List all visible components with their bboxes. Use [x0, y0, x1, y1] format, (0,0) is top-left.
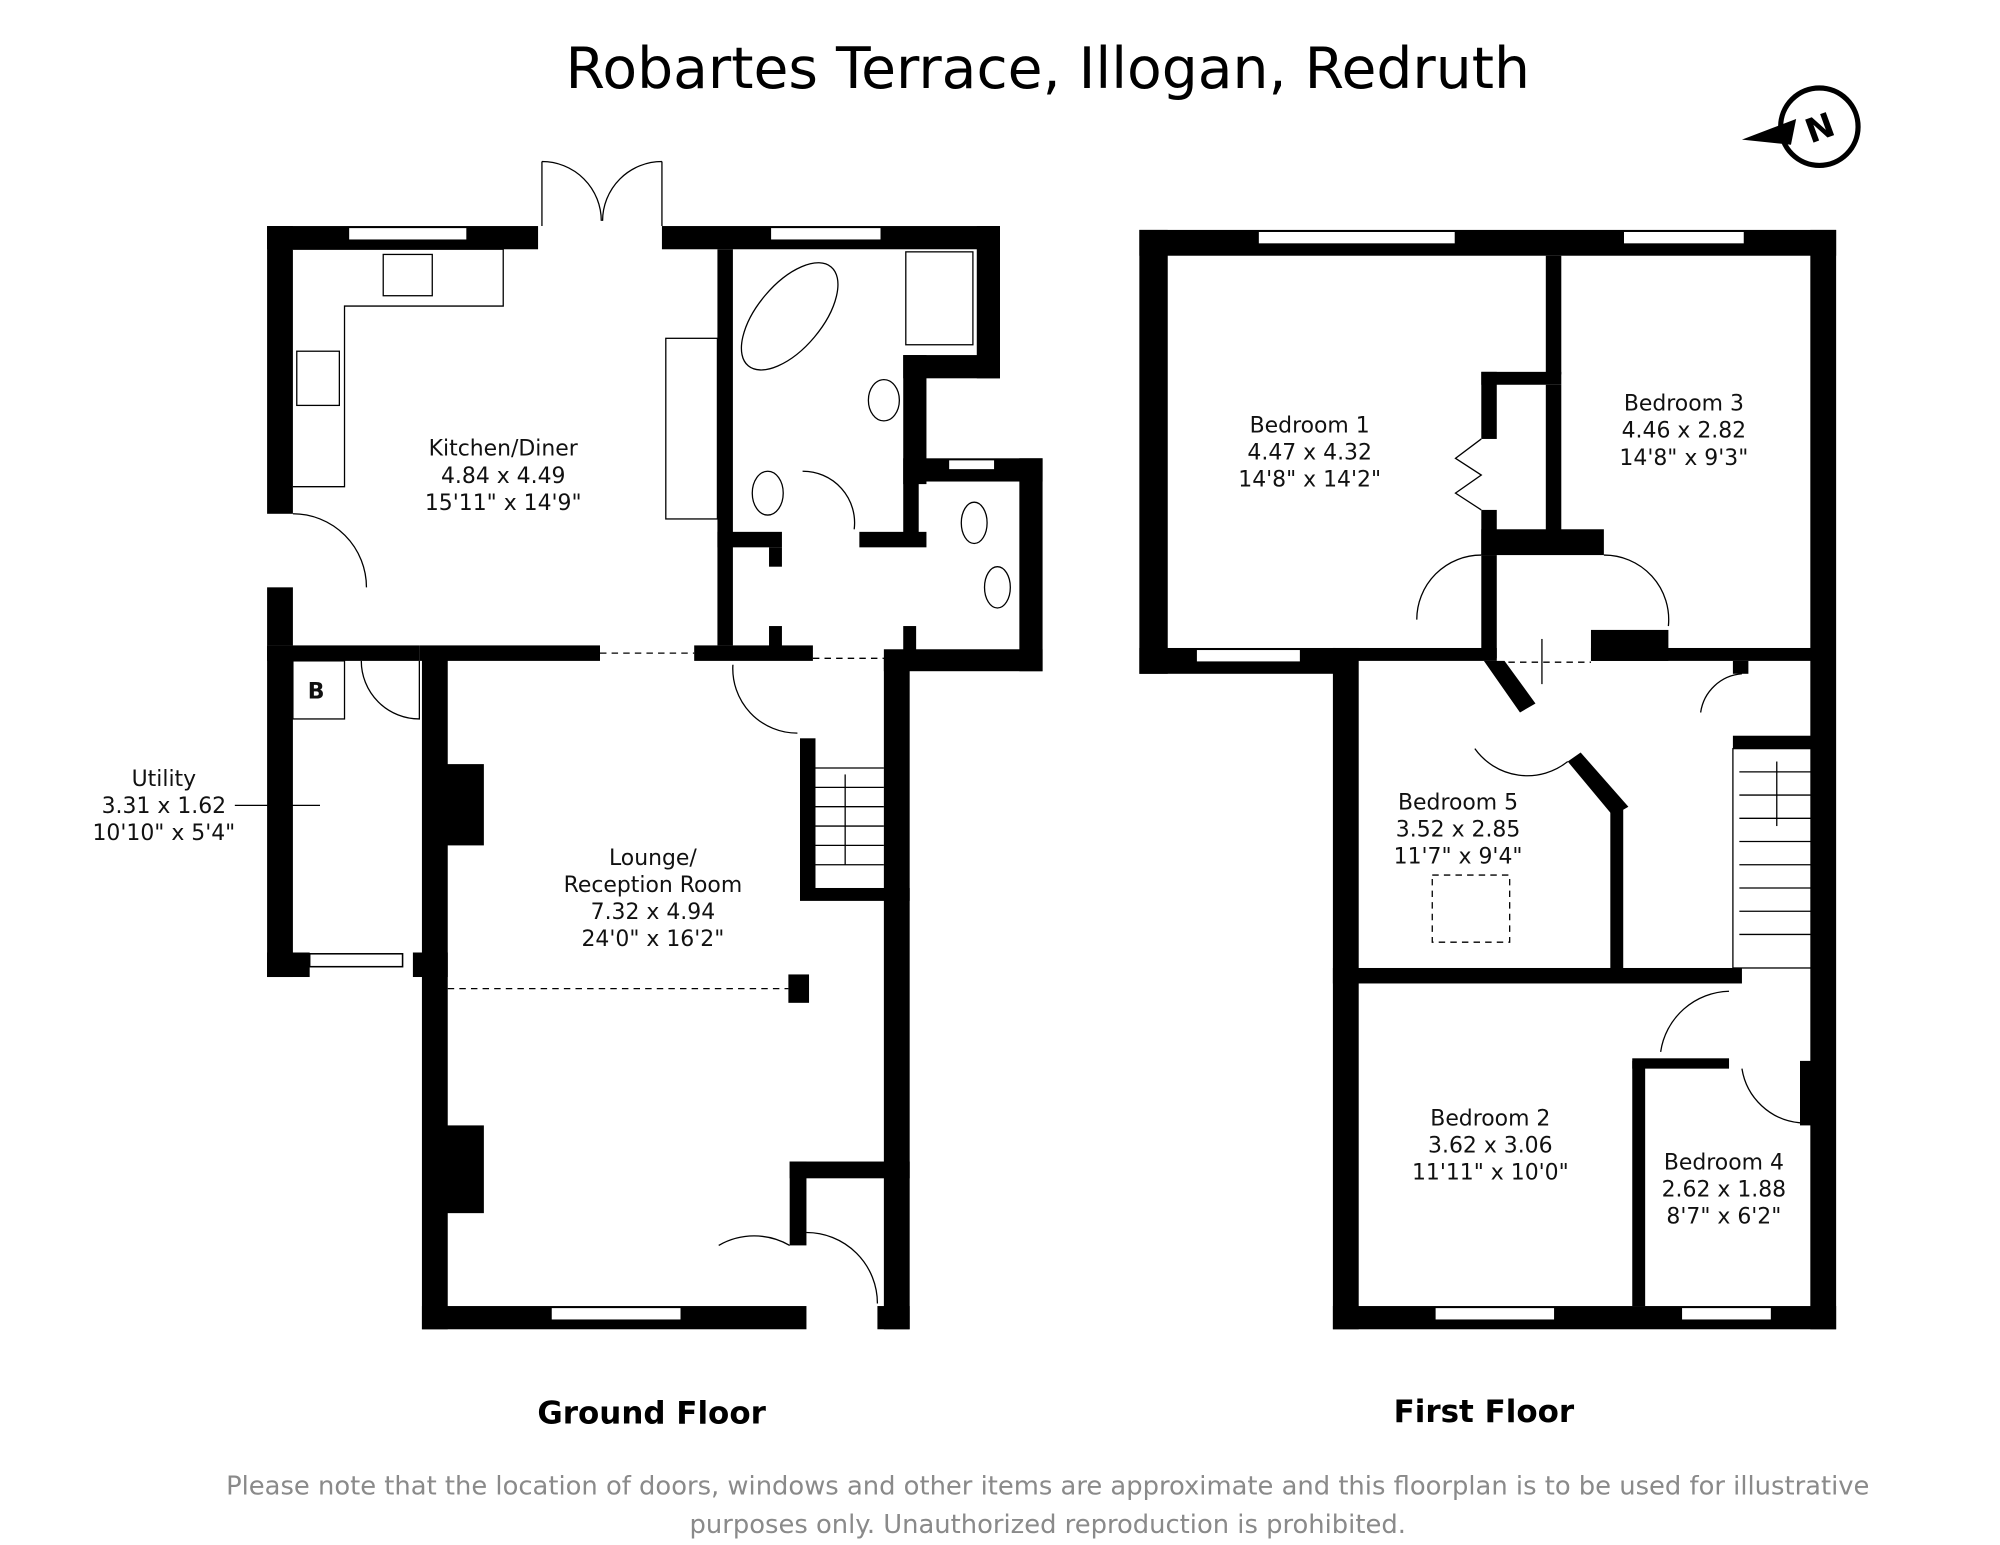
svg-text:15'11" x 14'9": 15'11" x 14'9" — [425, 491, 582, 516]
svg-text:Utility: Utility — [132, 767, 197, 792]
svg-text:Bedroom 3: Bedroom 3 — [1624, 392, 1744, 417]
svg-text:14'8" x 14'2": 14'8" x 14'2" — [1238, 468, 1381, 493]
svg-text:14'8" x 9'3": 14'8" x 9'3" — [1619, 446, 1748, 471]
room-bedroom-5: Bedroom 5 3.52 x 2.85 11'7" x 9'4" — [1394, 790, 1523, 869]
first-floor-label: First Floor — [1394, 1394, 1575, 1430]
svg-text:Kitchen/Diner: Kitchen/Diner — [429, 437, 579, 462]
ground-floor-label: Ground Floor — [537, 1395, 766, 1431]
first-floor-plan: Bedroom 1 4.47 x 4.32 14'8" x 14'2" Bedr… — [1139, 229, 1837, 1430]
room-bedroom-2: Bedroom 2 3.62 x 3.06 11'11" x 10'0" — [1412, 1106, 1569, 1185]
svg-text:Lounge/: Lounge/ — [609, 846, 697, 871]
svg-text:3.62 x 3.06: 3.62 x 3.06 — [1428, 1134, 1553, 1159]
boiler-label: B — [308, 679, 325, 704]
room-lounge: Lounge/ Reception Room 7.32 x 4.94 24'0"… — [564, 846, 743, 952]
room-bedroom-4: Bedroom 4 2.62 x 1.88 8'7" x 6'2" — [1662, 1150, 1787, 1229]
svg-text:Bedroom 1: Bedroom 1 — [1250, 414, 1370, 439]
north-arrow-icon: N — [1741, 85, 1861, 168]
svg-text:3.31 x 1.62: 3.31 x 1.62 — [102, 794, 227, 819]
svg-text:Bedroom 2: Bedroom 2 — [1430, 1106, 1550, 1131]
svg-text:10'10" x 5'4": 10'10" x 5'4" — [92, 821, 235, 846]
svg-text:4.84 x 4.49: 4.84 x 4.49 — [441, 464, 566, 489]
svg-text:11'11" x 10'0": 11'11" x 10'0" — [1412, 1161, 1569, 1186]
svg-text:24'0" x 16'2": 24'0" x 16'2" — [581, 927, 724, 952]
room-bedroom-1: Bedroom 1 4.47 x 4.32 14'8" x 14'2" — [1238, 414, 1381, 493]
svg-text:7.32 x 4.94: 7.32 x 4.94 — [591, 900, 716, 925]
room-bedroom-3: Bedroom 3 4.46 x 2.82 14'8" x 9'3" — [1619, 392, 1748, 471]
svg-text:Bedroom 5: Bedroom 5 — [1398, 790, 1518, 815]
disclaimer-line-1: Please note that the location of doors, … — [226, 1471, 1869, 1501]
svg-text:Bedroom 4: Bedroom 4 — [1664, 1150, 1784, 1175]
ground-floor-plan: B Kitchen/Diner 4.84 x 4.49 15'11" x 14'… — [92, 160, 1043, 1431]
disclaimer-line-2: purposes only. Unauthorized reproduction… — [690, 1510, 1406, 1540]
svg-text:4.46 x 2.82: 4.46 x 2.82 — [1622, 419, 1747, 444]
svg-text:11'7" x 9'4": 11'7" x 9'4" — [1394, 844, 1523, 869]
room-utility: Utility 3.31 x 1.62 10'10" x 5'4" — [92, 767, 320, 846]
svg-text:8'7" x 6'2": 8'7" x 6'2" — [1666, 1204, 1781, 1229]
svg-text:4.47 x 4.32: 4.47 x 4.32 — [1247, 441, 1372, 466]
svg-text:3.52 x 2.85: 3.52 x 2.85 — [1396, 817, 1521, 842]
room-kitchen-diner: Kitchen/Diner 4.84 x 4.49 15'11" x 14'9" — [425, 437, 582, 516]
svg-text:Reception Room: Reception Room — [564, 873, 743, 898]
page-title: Robartes Terrace, Illogan, Redruth — [565, 36, 1530, 102]
svg-text:N: N — [1800, 105, 1840, 151]
svg-text:2.62 x 1.88: 2.62 x 1.88 — [1662, 1177, 1787, 1202]
